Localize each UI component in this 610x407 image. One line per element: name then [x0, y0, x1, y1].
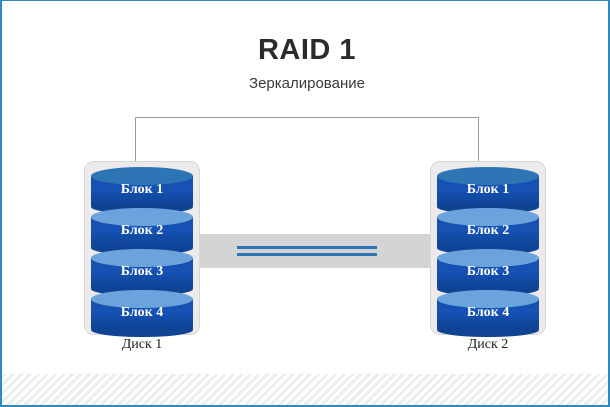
disk-block: Блок 3	[91, 249, 193, 296]
disk-block-label: Блок 2	[120, 223, 164, 238]
mirror-sync-bar	[177, 234, 437, 268]
disk-block: Блок 1	[437, 167, 539, 214]
page-title: RAID 1	[257, 34, 357, 66]
disk-block: Блок 4	[437, 290, 539, 337]
cylinder-cap	[91, 290, 193, 308]
disk-block-label: Блок 3	[120, 264, 164, 279]
disk-block: Блок 3	[437, 249, 539, 296]
disk-block-label: Блок 3	[466, 264, 510, 279]
disk-caption-2: Диск 2	[467, 337, 509, 352]
decorative-striped-band	[2, 374, 608, 405]
mirror-sync-line-bottom	[237, 253, 377, 256]
mirror-bracket-connector	[135, 117, 479, 177]
disk-block-label: Блок 4	[466, 305, 510, 320]
disk-block-label: Блок 2	[466, 223, 510, 238]
disk-block: Блок 2	[437, 208, 539, 255]
disk-caption-1: Диск 1	[121, 337, 163, 352]
disk-block-label: Блок 1	[466, 182, 510, 197]
disk-blocks-2: Блок 1 Блок 2 Блок 3 Блок 4	[437, 167, 539, 337]
cylinder-cap	[91, 208, 193, 226]
disk-block: Блок 2	[91, 208, 193, 255]
disk-block: Блок 1	[91, 167, 193, 214]
disk-block: Блок 4	[91, 290, 193, 337]
cylinder-cap	[437, 167, 539, 185]
cylinder-cap	[437, 208, 539, 226]
disk-block-label: Блок 4	[120, 305, 164, 320]
disk-blocks-1: Блок 1 Блок 2 Блок 3 Блок 4	[91, 167, 193, 337]
cylinder-cap	[437, 249, 539, 267]
disk-block-label: Блок 1	[120, 182, 164, 197]
cylinder-cap	[437, 290, 539, 308]
mirror-sync-line-top	[237, 246, 377, 249]
page-subtitle: Зеркалирование	[249, 75, 365, 92]
cylinder-cap	[91, 167, 193, 185]
cylinder-cap	[91, 249, 193, 267]
